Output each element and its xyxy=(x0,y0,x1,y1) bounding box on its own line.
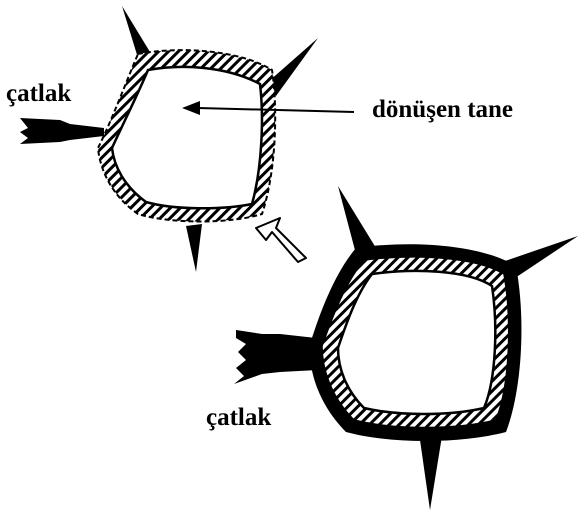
crack-label-top: çatlak xyxy=(6,80,71,107)
grain-after xyxy=(234,186,578,510)
crack-spike-top xyxy=(338,186,376,254)
crack-wedge-left xyxy=(20,118,104,144)
crack-spike-bottom xyxy=(186,224,202,272)
crack-spike-upper-right xyxy=(268,38,318,96)
grain-interior xyxy=(338,271,495,414)
hollow-arrow-icon xyxy=(256,218,306,262)
crack-wedge-left xyxy=(234,330,318,384)
crack-spike-top xyxy=(122,6,150,58)
crack-label-bottom: çatlak xyxy=(206,404,271,431)
transforming-grain-label: dönüşen tane xyxy=(372,96,513,123)
crack-spike-bottom xyxy=(420,436,442,510)
